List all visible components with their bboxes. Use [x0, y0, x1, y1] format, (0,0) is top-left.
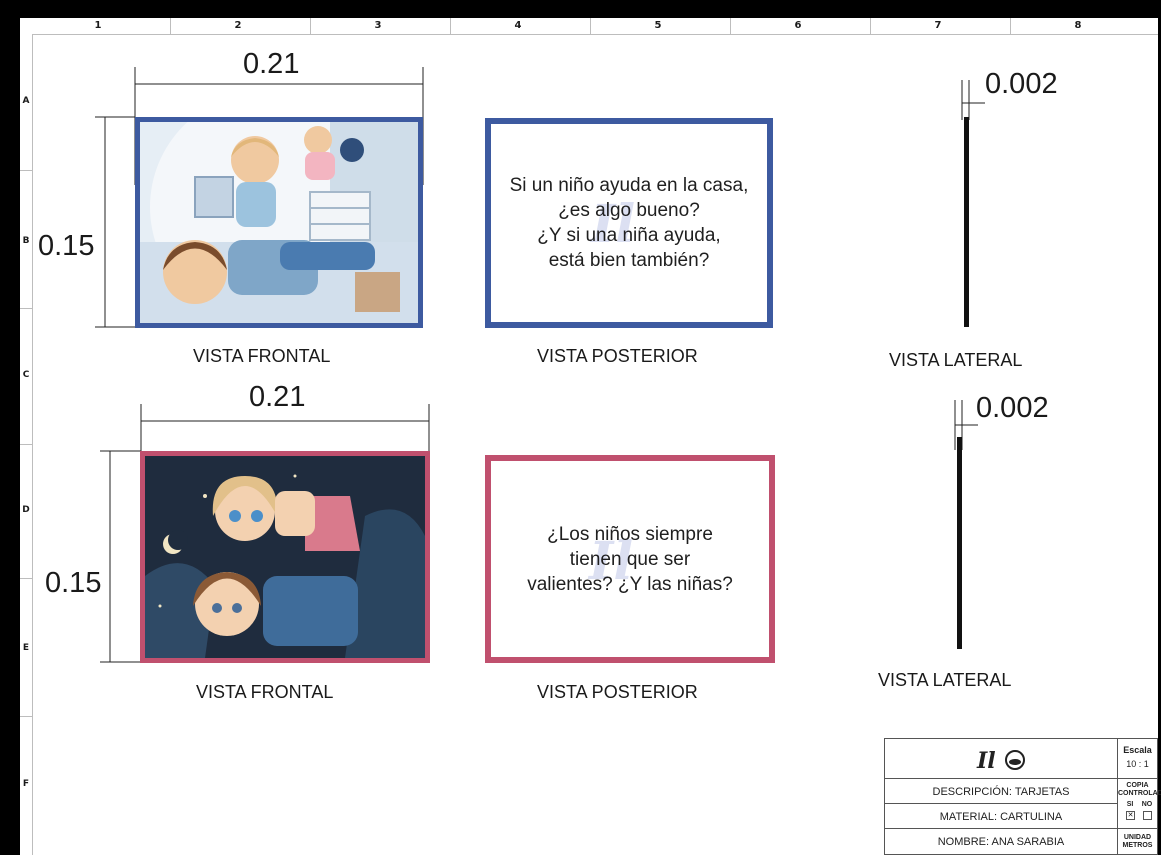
column-divider — [730, 18, 731, 34]
column-divider — [590, 18, 591, 34]
thickness-dimension: 0.002 — [985, 68, 1058, 100]
row-divider — [20, 716, 32, 717]
front-card-illustration — [140, 451, 430, 663]
illustration-kids-night — [145, 456, 425, 658]
copy-si-label: SI — [1126, 801, 1134, 808]
question-line: está bien también? — [548, 250, 710, 271]
title-block: Il Escala 10 : 1 DESCRIPCIÓN: TARJETAS M… — [884, 738, 1161, 855]
column-ruler — [20, 18, 1158, 35]
column-label: 2 — [234, 20, 242, 31]
copy-label: COPIA — [1126, 782, 1149, 789]
unit-label: UNIDAD — [1123, 834, 1152, 841]
column-divider — [1010, 18, 1011, 34]
column-label: 6 — [794, 20, 802, 31]
back-card: Il ¿Los niños siempre tienen que ser val… — [485, 455, 775, 663]
column-label: 5 — [654, 20, 662, 31]
frame-left-border — [0, 0, 20, 855]
row-label: D — [22, 505, 30, 515]
illustration-kids-helping-home — [140, 122, 418, 323]
copy-label: CONTROLADA — [1118, 790, 1161, 797]
unit-value: METROS — [1122, 842, 1153, 849]
column-divider — [310, 18, 311, 34]
column-label: 7 — [934, 20, 942, 31]
front-card-illustration — [135, 117, 423, 328]
row-label: F — [22, 779, 30, 789]
watermark-logo-icon: Il — [589, 531, 634, 592]
column-label: 1 — [94, 20, 102, 31]
back-card: Il Si un niño ayuda en la casa, ¿es algo… — [485, 118, 773, 328]
back-view-caption: VISTA POSTERIOR — [537, 346, 698, 366]
back-card-question: Si un niño ayuda en la casa, ¿es algo bu… — [510, 173, 749, 273]
column-divider — [450, 18, 451, 34]
height-dimension: 0.15 — [38, 230, 95, 262]
material-cell: MATERIAL: CARTULINA — [884, 803, 1118, 829]
title-block-logo-cell: Il — [884, 738, 1118, 779]
column-divider — [170, 18, 171, 34]
row-divider — [20, 578, 32, 579]
copy-si-checkbox-checked-icon: ✕ — [1126, 811, 1135, 820]
watermark-logo-icon: Il — [591, 194, 636, 255]
description-cell: DESCRIPCIÓN: TARJETAS — [884, 778, 1118, 804]
question-line: ¿es algo bueno? — [558, 200, 700, 221]
scale-value: 10 : 1 — [1126, 759, 1149, 769]
row-divider — [20, 170, 32, 171]
thickness-dimension: 0.002 — [976, 392, 1049, 424]
question-line: valientes? ¿Y las niñas? — [527, 573, 733, 595]
side-view-caption: VISTA LATERAL — [889, 350, 1023, 370]
column-label: 3 — [374, 20, 382, 31]
question-line: ¿Los niños siempre — [547, 523, 713, 545]
width-dimension: 0.21 — [243, 48, 300, 80]
copy-no-label: NO — [1141, 801, 1153, 808]
row-divider — [20, 308, 32, 309]
copy-no-checkbox-icon — [1143, 811, 1152, 820]
column-label: 4 — [514, 20, 522, 31]
name-text: NOMBRE: ANA SARABIA — [937, 836, 1065, 848]
side-view-caption: VISTA LATERAL — [878, 670, 1012, 690]
width-dimension: 0.21 — [249, 381, 306, 413]
question-line: Si un niño ayuda en la casa, — [509, 175, 749, 196]
frame-top-border — [0, 0, 1161, 20]
scale-label: Escala — [1123, 745, 1152, 755]
question-line: ¿Y si una niña ayuda, — [537, 225, 721, 246]
question-line: tienen que ser — [569, 548, 691, 570]
controlled-copy-cell: COPIA CONTROLADA SI NO ✕ — [1117, 778, 1161, 829]
back-card-question: ¿Los niños siempre tienen que ser valien… — [527, 522, 733, 597]
column-label: 8 — [1074, 20, 1082, 31]
row-label: E — [22, 643, 30, 653]
description-text: DESCRIPCIÓN: TARJETAS — [932, 786, 1070, 798]
side-view-dimension — [954, 400, 978, 649]
side-view-dimension — [961, 80, 985, 327]
scale-cell: Escala 10 : 1 — [1117, 738, 1158, 779]
svg-text:Il: Il — [976, 748, 996, 774]
row-label: C — [22, 370, 30, 380]
name-cell: NOMBRE: ANA SARABIA — [884, 828, 1118, 855]
column-divider — [870, 18, 871, 34]
row-divider — [20, 444, 32, 445]
material-text: MATERIAL: CARTULINA — [939, 811, 1063, 823]
company-logo-icon: Il — [976, 748, 1025, 774]
unit-cell: UNIDAD METROS — [1117, 828, 1158, 855]
row-label: A — [22, 96, 30, 106]
row-label: B — [22, 236, 30, 246]
height-dimension: 0.15 — [45, 567, 102, 599]
front-view-caption: VISTA FRONTAL — [196, 682, 334, 702]
back-view-caption: VISTA POSTERIOR — [537, 682, 698, 702]
front-view-caption: VISTA FRONTAL — [193, 346, 331, 366]
frame-right-border — [1158, 20, 1161, 855]
